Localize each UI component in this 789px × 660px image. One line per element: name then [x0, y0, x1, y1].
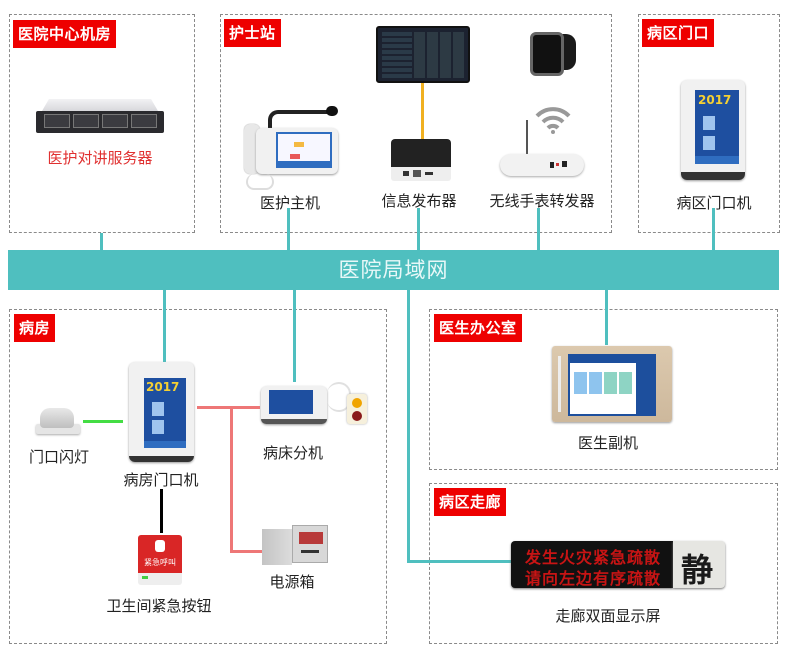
link-watch-relay-backbone	[537, 208, 540, 250]
emergency-button-text: 紧急呼叫	[144, 558, 176, 567]
zone-nurse-station	[220, 14, 612, 233]
link-corridor-backbone-h	[407, 560, 511, 563]
link-nurse-host-backbone	[287, 208, 290, 250]
intercom-server-icon	[36, 99, 164, 135]
corridor-display-icon: 发生火灾紧急疏散 请向左边有序疏散 静	[511, 541, 725, 589]
device-label-nurse-host: 医护主机	[259, 194, 321, 212]
door-flash-light-icon	[36, 406, 80, 438]
link-power-riser	[230, 406, 233, 552]
link-room-door-backbone	[163, 290, 166, 362]
doctor-sub-unit-icon	[552, 346, 672, 422]
link-ward-door-backbone	[712, 208, 715, 250]
device-label-corridor-display: 走廊双面显示屏	[555, 607, 661, 625]
link-door-unit-emergency-button	[160, 489, 163, 533]
power-box-icon	[262, 525, 328, 565]
link-doctor-backbone	[605, 290, 608, 345]
wifi-icon	[533, 104, 573, 134]
device-label-info-publisher: 信息发布器	[381, 192, 457, 210]
info-display-monitor-icon	[376, 26, 470, 83]
nurse-host-icon	[244, 106, 338, 190]
room-door-unit-year: 2017	[146, 380, 180, 394]
corridor-led-line-2: 请向左边有序疏散	[525, 569, 662, 588]
link-corridor-backbone-v	[407, 290, 410, 562]
bedside-unit-icon	[261, 382, 369, 428]
link-monitor-publisher	[421, 83, 424, 139]
link-server-backbone	[100, 233, 103, 250]
device-label-bathroom-emergency-button: 卫生间紧急按钮	[106, 597, 212, 615]
zone-tag-corridor: 病区走廊	[434, 488, 507, 516]
smartwatch-icon	[528, 28, 576, 84]
corridor-quiet-sign: 静	[681, 551, 714, 589]
device-label-bedside-unit: 病床分机	[262, 444, 324, 462]
zone-tag-nurse-station: 护士站	[224, 19, 281, 47]
zone-tag-ward-room: 病房	[14, 314, 56, 342]
device-label-power-box: 电源箱	[269, 573, 315, 591]
zone-ward-entrance	[638, 14, 780, 233]
zone-corridor	[429, 483, 778, 644]
device-label-doctor-sub-unit: 医生副机	[577, 434, 639, 452]
link-power-box	[230, 550, 262, 553]
zone-doctor-office	[429, 309, 778, 470]
corridor-led-line-1: 发生火灾紧急疏散	[525, 548, 662, 567]
link-door-unit-bedside	[197, 406, 260, 409]
zone-tag-data-center: 医院中心机房	[13, 20, 117, 48]
zone-tag-doctor-office: 医生办公室	[434, 314, 522, 342]
device-label-ward-door-unit: 病区门口机	[676, 194, 752, 212]
zone-ward-room	[9, 309, 387, 644]
link-info-publisher-backbone	[417, 208, 420, 250]
device-label-watch-relay: 无线手表转发器	[489, 192, 595, 210]
device-label-room-door-unit: 病房门口机	[123, 471, 199, 489]
zone-tag-ward-entrance: 病区门口	[642, 19, 715, 47]
hospital-lan-backbone: 医院局域网	[8, 250, 779, 290]
info-publisher-icon	[391, 139, 451, 181]
door-unit-year: 2017	[698, 93, 732, 107]
link-flash-light-door-unit	[83, 420, 123, 423]
device-label-intercom-server: 医护对讲服务器	[47, 149, 153, 167]
watch-relay-icon	[500, 120, 584, 180]
ward-door-unit-icon: 2017	[681, 80, 745, 180]
room-door-unit-icon: 2017	[129, 362, 194, 462]
zone-data-center	[9, 14, 195, 233]
link-bedside-backbone	[293, 290, 296, 382]
device-label-door-flash-light: 门口闪灯	[28, 448, 90, 466]
bathroom-emergency-button-icon: 紧急呼叫	[138, 535, 182, 585]
